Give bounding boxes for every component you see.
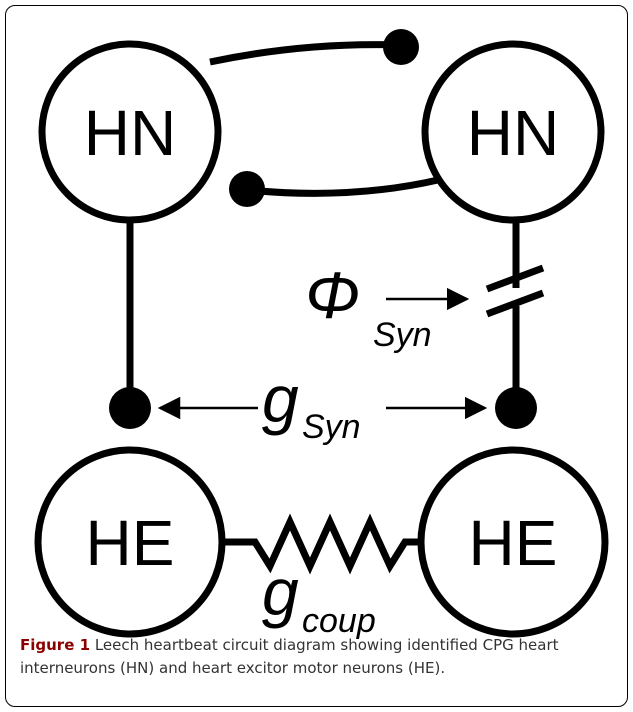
figure-caption: Figure 1 Leech heartbeat circuit diagram… <box>20 634 620 680</box>
g-coup-subscript: coup <box>302 602 376 640</box>
he-right-label: HE <box>469 507 558 579</box>
synapse-terminal-top-right <box>383 29 419 65</box>
hn-left-label: HN <box>84 97 176 169</box>
synapse-hn-left-to-right <box>209 41 401 66</box>
g-syn-subscript: Syn <box>302 408 361 446</box>
synapse-terminal-left <box>109 387 151 429</box>
he-left-label: HE <box>86 507 175 579</box>
hn-right-neuron <box>421 40 605 224</box>
hn-right-label: HN <box>467 97 559 169</box>
coupling-resistor <box>225 513 430 575</box>
g-coup-symbol: g <box>262 555 299 629</box>
delay-mark-2 <box>485 289 545 318</box>
figure-label: Figure 1 <box>20 636 91 654</box>
hn-left-neuron <box>38 40 222 224</box>
synapse-terminal-right <box>495 387 537 429</box>
he-right-neuron <box>417 446 609 638</box>
phi-syn-subscript: Syn <box>373 316 432 354</box>
synapse-hn-right-to-left <box>247 176 439 197</box>
g-syn-symbol: g <box>262 362 299 436</box>
phi-syn-symbol: Φ <box>305 258 360 332</box>
caption-text: Leech heartbeat circuit diagram showing … <box>20 636 559 677</box>
synapse-terminal-mid-left <box>229 171 265 207</box>
he-left-neuron <box>34 446 226 638</box>
delay-mark-1 <box>485 264 545 293</box>
